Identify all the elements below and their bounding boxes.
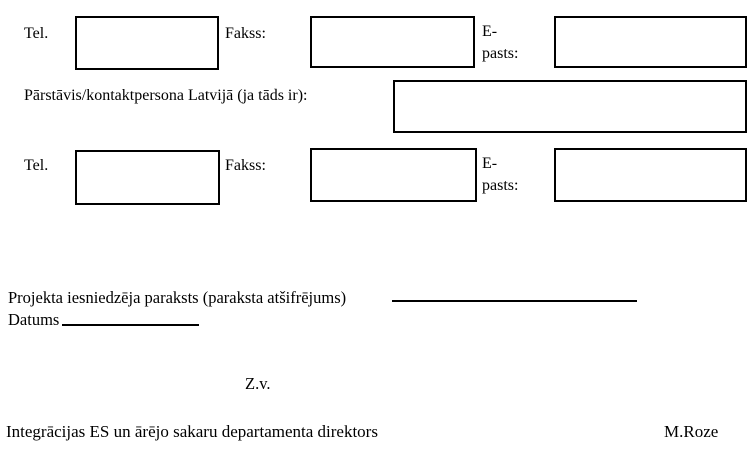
representative-fax-label: Fakss: xyxy=(225,157,266,174)
representative-email-label-line1: E- xyxy=(482,155,498,172)
representative-label: Pārstāvis/kontaktpersona Latvijā (ja tād… xyxy=(24,87,308,104)
representative-tel-input[interactable] xyxy=(75,150,220,205)
applicant-tel-input[interactable] xyxy=(75,16,219,70)
date-line[interactable] xyxy=(62,324,199,326)
applicant-email-input[interactable] xyxy=(554,16,747,68)
representative-input[interactable] xyxy=(393,80,747,133)
representative-tel-label: Tel. xyxy=(24,157,49,174)
representative-fax-input[interactable] xyxy=(310,148,477,202)
representative-email-input[interactable] xyxy=(554,148,747,202)
date-label: Datums xyxy=(8,310,60,329)
footer-signer-name: M.Roze xyxy=(664,422,719,441)
representative-email-label-line2: pasts: xyxy=(482,177,519,194)
signature-label: Projekta iesniedzēja paraksts (paraksta … xyxy=(8,288,347,307)
applicant-fax-label: Fakss: xyxy=(225,25,266,42)
seal-placeholder-label: Z.v. xyxy=(245,374,271,393)
footer-title: Integrācijas ES un ārējo sakaru departam… xyxy=(6,422,378,441)
applicant-tel-label: Tel. xyxy=(24,25,49,42)
signature-line[interactable] xyxy=(392,300,637,302)
applicant-fax-input[interactable] xyxy=(310,16,475,68)
applicant-email-label-line2: pasts: xyxy=(482,45,519,62)
applicant-email-label-line1: E- xyxy=(482,23,498,40)
